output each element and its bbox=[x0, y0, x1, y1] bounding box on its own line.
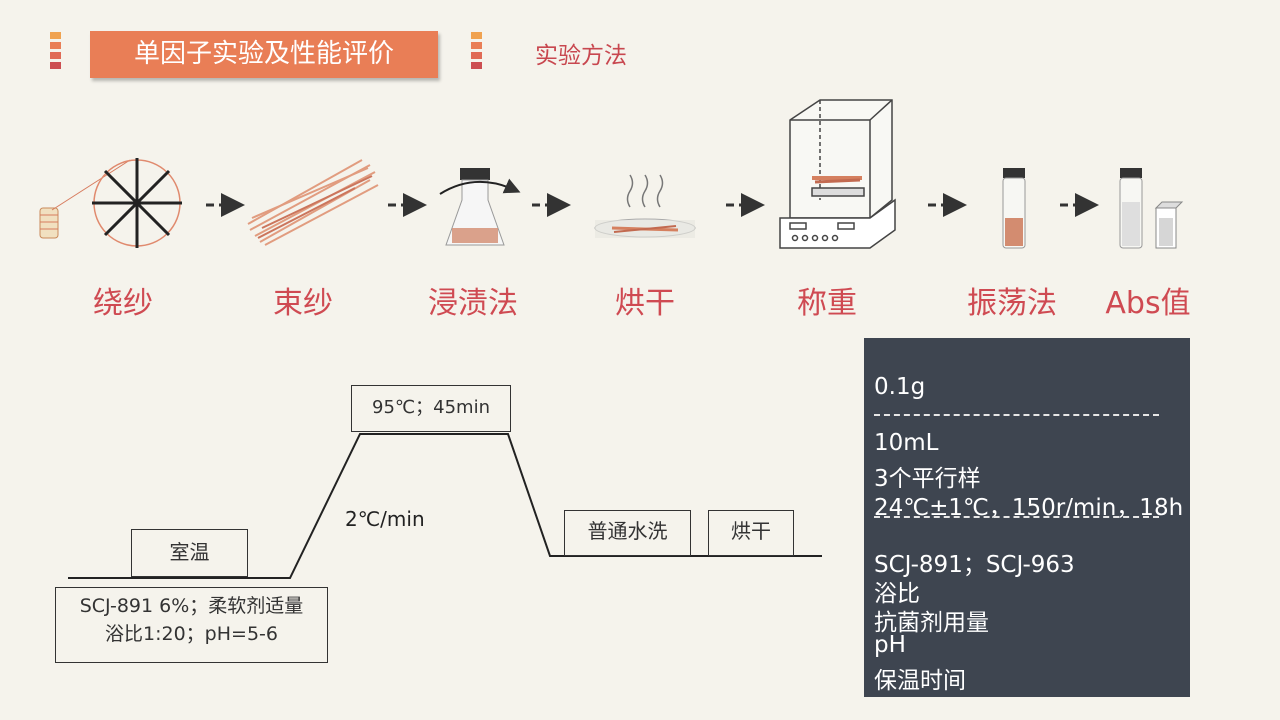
initial-conditions-box: SCJ-891 6%；柔软剂适量 浴比1:20；pH=5-6 bbox=[55, 587, 328, 663]
panel-factor: SCJ-891；SCJ-963 bbox=[874, 552, 1075, 578]
absorbance-icon bbox=[1119, 168, 1184, 249]
panel-divider bbox=[874, 516, 1159, 518]
step-label-shaking: 振荡法 bbox=[967, 286, 1057, 321]
step-label-bundling: 束纱 bbox=[273, 286, 333, 321]
wash-box: 普通水洗 bbox=[564, 510, 691, 556]
balance-icon bbox=[779, 99, 896, 249]
yarn-reel-icon bbox=[39, 158, 182, 248]
step-label-winding: 绕纱 bbox=[93, 286, 153, 321]
section-title: 单因子实验及性能评价 bbox=[90, 31, 438, 78]
panel-factor: 保温时间 bbox=[874, 668, 966, 694]
panel-factor: pH bbox=[874, 632, 906, 658]
step-label-weighing: 称重 bbox=[797, 286, 857, 321]
title-deco-bars bbox=[50, 32, 61, 72]
dry-box: 烘干 bbox=[708, 510, 794, 556]
panel-factor: 浴比 bbox=[874, 581, 920, 607]
panel-factor: 抗菌剂用量 bbox=[874, 610, 989, 636]
conditions-panel: 0.1g 10mL 3个平行样 24℃±1℃，150r/min，18h SCJ-… bbox=[864, 338, 1190, 697]
subtitle-deco-bars bbox=[471, 32, 482, 72]
temperature-profile bbox=[68, 433, 822, 579]
room-temp-box: 室温 bbox=[131, 529, 248, 577]
yarn-bundle-icon bbox=[247, 159, 379, 246]
panel-weight: 0.1g bbox=[874, 374, 926, 400]
hold-conditions-box: 95℃；45min bbox=[351, 385, 511, 432]
step-label-drying: 烘干 bbox=[615, 286, 675, 321]
section-subtitle: 实验方法 bbox=[535, 43, 627, 69]
step-label-impregnation: 浸渍法 bbox=[428, 286, 518, 321]
step-label-absorbance: Abs值 bbox=[1105, 286, 1191, 321]
flask-icon bbox=[439, 168, 521, 246]
drying-dish-icon bbox=[594, 174, 696, 238]
process-icons bbox=[39, 99, 1184, 249]
test-tube-icon bbox=[1002, 168, 1026, 249]
initial-conditions-line2: 浴比1:20；pH=5-6 bbox=[105, 623, 278, 645]
initial-conditions-line1: SCJ-891 6%；柔软剂适量 bbox=[79, 595, 304, 617]
heating-rate-label: 2℃/min bbox=[345, 507, 425, 531]
panel-volume: 10mL bbox=[874, 430, 939, 456]
panel-replicates: 3个平行样 bbox=[874, 466, 981, 492]
panel-divider bbox=[874, 414, 1159, 416]
